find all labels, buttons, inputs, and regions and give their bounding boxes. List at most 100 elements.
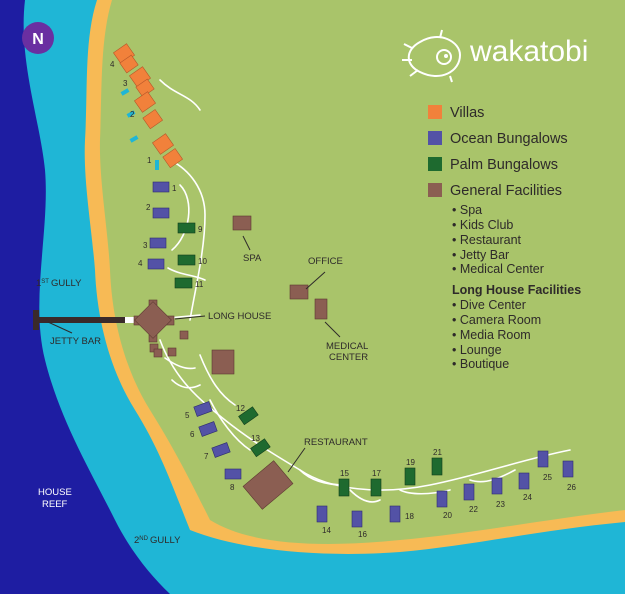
ocean-bungalow-16[interactable] xyxy=(351,510,363,528)
villas[interactable] xyxy=(113,43,183,169)
ocean-bungalow-22[interactable] xyxy=(463,483,475,501)
svg-text:21: 21 xyxy=(433,448,442,457)
spa-label: SPA xyxy=(243,253,262,264)
svg-text:1: 1 xyxy=(172,184,177,193)
svg-text:19: 19 xyxy=(406,458,415,467)
spa-building[interactable] xyxy=(232,215,252,231)
svg-text:15: 15 xyxy=(340,469,349,478)
palm-bungalow-12[interactable] xyxy=(238,406,259,426)
svg-text:11: 11 xyxy=(195,280,204,289)
svg-text:12: 12 xyxy=(236,404,245,413)
palm-bungalow-21[interactable] xyxy=(431,457,443,476)
villa-1[interactable] xyxy=(152,133,174,155)
legend-long-house-item: • Camera Room xyxy=(452,313,541,327)
jetty-end xyxy=(33,310,39,330)
restaurant-label: RESTAURANT xyxy=(304,437,368,448)
ocean-bungalow-1[interactable] xyxy=(152,181,170,193)
palm-bungalow-19[interactable] xyxy=(404,467,416,486)
legend: Villas Ocean Bungalows Palm Bungalows Ge… xyxy=(428,105,581,371)
ocean-bungalow-25[interactable] xyxy=(537,450,549,468)
ocean-bungalow-2[interactable] xyxy=(152,207,170,219)
legend-long-house-item: • Lounge xyxy=(452,343,502,357)
svg-text:18: 18 xyxy=(405,512,414,521)
svg-text:10: 10 xyxy=(198,257,207,266)
jetty-bar-label: JETTY BAR xyxy=(50,336,101,347)
legend-general-item: • Restaurant xyxy=(452,233,522,247)
svg-text:17: 17 xyxy=(372,469,381,478)
svg-text:8: 8 xyxy=(230,483,235,492)
ocean-bungalow-20[interactable] xyxy=(436,490,448,508)
villa-2b[interactable] xyxy=(142,109,163,130)
medical-center-label-2: CENTER xyxy=(329,352,368,363)
palm-bungalow-11[interactable] xyxy=(174,277,193,289)
svg-text:13: 13 xyxy=(251,434,260,443)
ocean-bungalow-8[interactable] xyxy=(224,468,242,480)
legend-ocean-swatch xyxy=(428,131,442,145)
facility-small-d xyxy=(153,348,163,358)
facility-small-c xyxy=(167,347,177,357)
fish-logo-icon xyxy=(402,29,462,83)
legend-villa-swatch xyxy=(428,105,442,119)
restaurant-building[interactable] xyxy=(242,460,294,510)
svg-text:6: 6 xyxy=(190,430,195,439)
legend-palm-swatch xyxy=(428,157,442,171)
villa-4b[interactable] xyxy=(119,54,139,74)
long-house-label: LONG HOUSE xyxy=(208,311,271,322)
palm-bungalow-9[interactable] xyxy=(177,222,196,234)
svg-text:25: 25 xyxy=(543,473,552,482)
ocean-bungalow-7[interactable] xyxy=(211,442,231,458)
legend-long-house-item: • Boutique xyxy=(452,357,509,371)
legend-long-house-title: Long House Facilities xyxy=(452,283,581,297)
ocean-bungalow-6[interactable] xyxy=(198,421,218,437)
ocean-bungalow-26[interactable] xyxy=(562,460,574,478)
legend-facility-swatch xyxy=(428,183,442,197)
ocean-bungalow-14[interactable] xyxy=(316,505,328,523)
villa-pools xyxy=(120,88,159,170)
palm-bungalow-15[interactable] xyxy=(338,478,350,497)
svg-text:16: 16 xyxy=(358,530,367,539)
ocean-bungalow-5[interactable] xyxy=(193,401,213,417)
legend-general-item: • Medical Center xyxy=(452,262,544,276)
deep-water xyxy=(0,0,170,594)
villa-1b[interactable] xyxy=(162,148,183,169)
svg-text:5: 5 xyxy=(185,411,190,420)
palm-bungalow-17[interactable] xyxy=(370,478,382,497)
ocean-bungalow-numbers: 1 2 3 4 5 6 7 8 14 16 18 20 22 23 24 25 … xyxy=(138,184,576,539)
jetty[interactable] xyxy=(35,317,125,323)
house-reef-label-1: HOUSE xyxy=(38,487,72,498)
legend-villas: Villas xyxy=(450,105,484,121)
north-compass-icon: N xyxy=(22,22,54,54)
legend-general-item: • Spa xyxy=(452,203,482,217)
ocean-bungalow-4[interactable] xyxy=(147,258,165,270)
palm-bungalow-10[interactable] xyxy=(177,254,196,266)
ocean-bungalow-3[interactable] xyxy=(149,237,167,249)
svg-text:24: 24 xyxy=(523,493,532,502)
facility-small-a xyxy=(179,330,189,340)
ocean-bungalows[interactable] xyxy=(147,181,574,528)
svg-text:4: 4 xyxy=(110,60,115,69)
compass-letter: N xyxy=(32,31,44,48)
office-building[interactable] xyxy=(289,284,309,300)
facilities[interactable] xyxy=(149,215,328,510)
ocean-bungalow-18[interactable] xyxy=(389,505,401,523)
long-house[interactable] xyxy=(133,299,175,343)
house-reef-label-2: REEF xyxy=(42,499,68,510)
palm-bungalows[interactable] xyxy=(174,222,443,497)
svg-text:9: 9 xyxy=(198,225,203,234)
svg-text:26: 26 xyxy=(567,483,576,492)
ocean-bungalow-23[interactable] xyxy=(491,477,503,495)
villa-2[interactable] xyxy=(134,91,156,113)
medical-center-building[interactable] xyxy=(314,298,328,320)
legend-general-item: • Jetty Bar xyxy=(452,248,509,262)
legend-ocean-bungalows: Ocean Bungalows xyxy=(450,131,568,147)
svg-text:3: 3 xyxy=(123,79,128,88)
ocean-bungalow-24[interactable] xyxy=(518,472,530,490)
svg-text:1: 1 xyxy=(147,156,152,165)
svg-text:2: 2 xyxy=(146,203,151,212)
kids-club-building[interactable] xyxy=(211,349,235,375)
svg-text:2: 2 xyxy=(130,110,135,119)
palm-bungalow-13[interactable] xyxy=(250,438,271,458)
svg-text:23: 23 xyxy=(496,500,505,509)
